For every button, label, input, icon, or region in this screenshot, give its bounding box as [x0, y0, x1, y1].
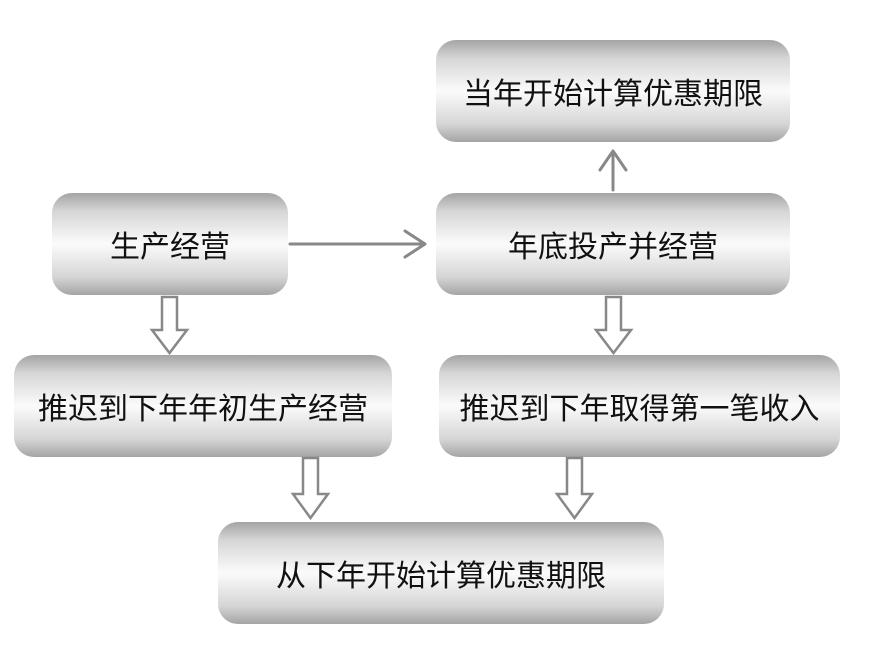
node-year-end-production: 年底投产并经营 — [436, 193, 790, 295]
node-label: 推迟到下年取得第一笔收入 — [459, 392, 820, 427]
node-next-year-start: 从下年开始计算优惠期限 — [218, 522, 664, 624]
node-label: 生产经营 — [110, 230, 230, 265]
node-label: 推迟到下年年初生产经营 — [38, 392, 368, 427]
block-arrow-row3-right-down — [554, 456, 595, 521]
node-delay-first-income: 推迟到下年取得第一笔收入 — [439, 355, 840, 457]
block-arrow-left-down — [149, 295, 190, 356]
block-arrow-row3-left-down — [290, 456, 331, 521]
node-label: 从下年开始计算优惠期限 — [276, 559, 606, 594]
node-current-year-start: 当年开始计算优惠期限 — [436, 40, 790, 142]
node-label: 年底投产并经营 — [508, 230, 718, 265]
node-label: 当年开始计算优惠期限 — [463, 77, 763, 112]
block-arrow-middle-down — [593, 295, 634, 356]
node-production-operation: 生产经营 — [52, 193, 288, 295]
arrow-left-to-middle — [288, 229, 427, 259]
node-delay-production: 推迟到下年年初生产经营 — [14, 355, 392, 457]
arrow-middle-to-top — [598, 149, 628, 192]
